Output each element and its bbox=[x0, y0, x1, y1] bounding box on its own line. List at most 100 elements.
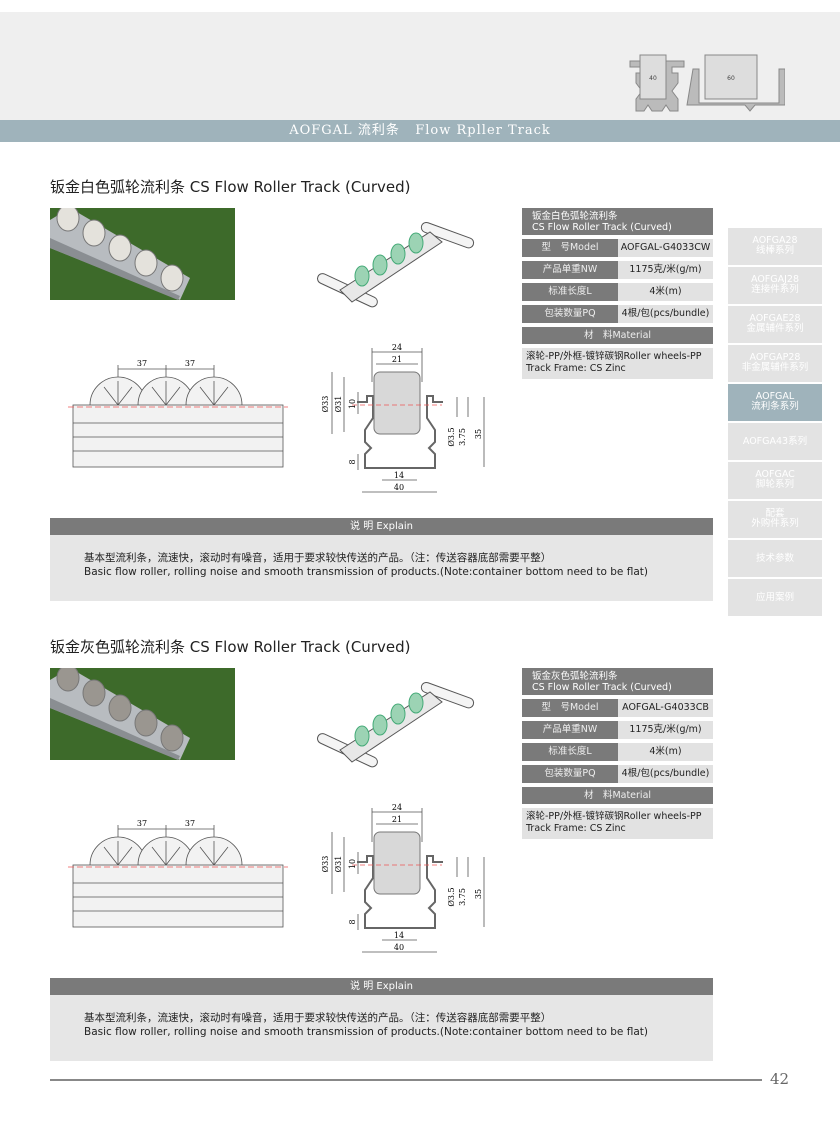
spec-value: 4米(m) bbox=[618, 743, 713, 761]
spec-value: 4根/包(pcs/bundle) bbox=[618, 305, 713, 323]
sidebar-item-label: 配套 bbox=[765, 508, 785, 519]
dim-35: 35 bbox=[474, 889, 483, 899]
spec-header-cn: 钣金灰色弧轮流利条 bbox=[532, 671, 618, 682]
dim-24: 24 bbox=[392, 343, 402, 352]
explain-en: Basic flow roller, rolling noise and smo… bbox=[84, 1026, 648, 1038]
spec-value: 1175克/米(g/m) bbox=[618, 721, 713, 739]
explain-en: Basic flow roller, rolling noise and smo… bbox=[84, 566, 648, 578]
profile-label-40: 40 bbox=[649, 75, 657, 82]
header-title-en: Flow Rpller Track bbox=[415, 123, 551, 138]
spec-header-en: CS Flow Roller Track (Curved) bbox=[532, 682, 672, 693]
sidebar-item-sublabel: 脚轮系列 bbox=[755, 479, 794, 490]
material-value: 滚轮-PP/外框-镀锌碳钢Roller wheels-PP Track Fram… bbox=[522, 348, 713, 379]
spec-value: 4根/包(pcs/bundle) bbox=[618, 765, 713, 783]
spec-value: AOFGAL-G4033CW bbox=[618, 239, 713, 257]
sidebar-item-label: 技术参数 bbox=[755, 553, 794, 564]
material-value: 滚轮-PP/外框-镀锌碳钢Roller wheels-PP Track Fram… bbox=[522, 808, 713, 839]
cross-section-drawing: 24 21 Ø33 Ø31 10 Ø3.5 3.75 35 8 14 40 bbox=[321, 803, 485, 953]
dim-8: 8 bbox=[348, 459, 357, 464]
spec-header-en: CS Flow Roller Track (Curved) bbox=[532, 222, 672, 233]
product-photo bbox=[50, 668, 235, 760]
footer-divider bbox=[50, 1079, 762, 1081]
sidebar-item-label: AOFGA28 bbox=[752, 235, 798, 246]
product-photo bbox=[50, 208, 235, 300]
spec-key: 包装数量PQ bbox=[522, 765, 618, 783]
dim-8: 8 bbox=[348, 919, 357, 924]
sidebar-item[interactable]: AOFGA43系列 bbox=[728, 423, 822, 460]
product-section: 钣金白色弧轮流利条 CS Flow Roller Track (Curved) … bbox=[0, 170, 720, 610]
dim-24: 24 bbox=[392, 803, 402, 812]
dim-40: 40 bbox=[394, 943, 404, 952]
spec-key: 标准长度L bbox=[522, 283, 618, 301]
dim-d31: Ø31 bbox=[334, 856, 343, 873]
section-title: 钣金白色弧轮流利条 CS Flow Roller Track (Curved) bbox=[50, 178, 411, 196]
dim-35: 35 bbox=[474, 429, 483, 439]
dim-pitch-1: 37 bbox=[137, 819, 147, 828]
sidebar-item[interactable]: 配套外购件系列 bbox=[728, 501, 822, 538]
product-section: 钣金灰色弧轮流利条 CS Flow Roller Track (Curved) … bbox=[0, 630, 720, 1070]
page-number: 42 bbox=[770, 1070, 790, 1088]
header-bar: AOFGAL 流利条 Flow Rpller Track bbox=[0, 120, 840, 142]
sidebar-item-sublabel: 流利条系列 bbox=[751, 401, 799, 412]
sidebar-item-label: AOFGAJ28 bbox=[750, 274, 800, 285]
spec-value: 1175克/米(g/m) bbox=[618, 261, 713, 279]
sidebar-item[interactable]: 应用案例 bbox=[728, 579, 822, 616]
dim-10: 10 bbox=[348, 399, 357, 409]
profile-icons: 40 60 bbox=[629, 54, 785, 112]
spec-key: 产品单重NW bbox=[522, 721, 618, 739]
brand: AOFGAL bbox=[289, 123, 353, 138]
material-label: 材 料Material bbox=[522, 787, 713, 804]
sidebar-item[interactable]: 技术参数 bbox=[728, 540, 822, 577]
explain-bar: 说 明 Explain bbox=[50, 518, 713, 535]
profile-label-60: 60 bbox=[727, 75, 735, 82]
section-title: 钣金灰色弧轮流利条 CS Flow Roller Track (Curved) bbox=[50, 638, 411, 656]
dim-pitch-1: 37 bbox=[137, 359, 147, 368]
material-label: 材 料Material bbox=[522, 327, 713, 344]
side-view-drawing: 37 37 bbox=[68, 819, 288, 928]
dim-3-75: 3.75 bbox=[458, 888, 467, 906]
explain-box: 基本型流利条，流速快，滚动时有噪音，适用于要求较快传送的产品。（注：传送容器底部… bbox=[50, 535, 713, 601]
sidebar-item-label: AOFGAE28 bbox=[749, 313, 801, 324]
dim-pitch-2: 37 bbox=[185, 359, 195, 368]
dim-21: 21 bbox=[392, 355, 402, 364]
sidebar-item-sublabel: 外购件系列 bbox=[751, 518, 799, 529]
spec-key: 型 号Model bbox=[522, 239, 618, 257]
explain-box: 基本型流利条，流速快，滚动时有噪音，适用于要求较快传送的产品。（注：传送容器底部… bbox=[50, 995, 713, 1061]
header-title-cn: 流利条 bbox=[357, 123, 400, 138]
spec-key: 型 号Model bbox=[522, 699, 618, 717]
spec-header-cn: 钣金白色弧轮流利条 bbox=[532, 211, 618, 222]
dim-40: 40 bbox=[394, 483, 404, 492]
isometric-drawing bbox=[317, 221, 475, 308]
side-view-drawing: 37 37 bbox=[68, 359, 288, 468]
spec-key: 包装数量PQ bbox=[522, 305, 618, 323]
sidebar-item-label: AOFGAL bbox=[755, 391, 795, 402]
explain-bar: 说 明 Explain bbox=[50, 978, 713, 995]
spec-key: 产品单重NW bbox=[522, 261, 618, 279]
dim-d33: Ø33 bbox=[321, 396, 330, 413]
spec-value: AOFGAL-G4033CB bbox=[618, 699, 713, 717]
sidebar-item-sublabel: 线棒系列 bbox=[755, 245, 794, 256]
spec-key: 标准长度L bbox=[522, 743, 618, 761]
explain-cn: 基本型流利条，流速快，滚动时有噪音，适用于要求较快传送的产品。（注：传送容器底部… bbox=[84, 552, 552, 564]
sidebar-item-label: AOFGAC bbox=[755, 469, 795, 480]
sidebar-item-label: 应用案例 bbox=[755, 592, 794, 603]
cross-section-drawing: 24 21 Ø33 Ø31 10 Ø3.5 3.75 35 8 14 40 bbox=[321, 343, 485, 493]
dim-d31: Ø31 bbox=[334, 396, 343, 413]
